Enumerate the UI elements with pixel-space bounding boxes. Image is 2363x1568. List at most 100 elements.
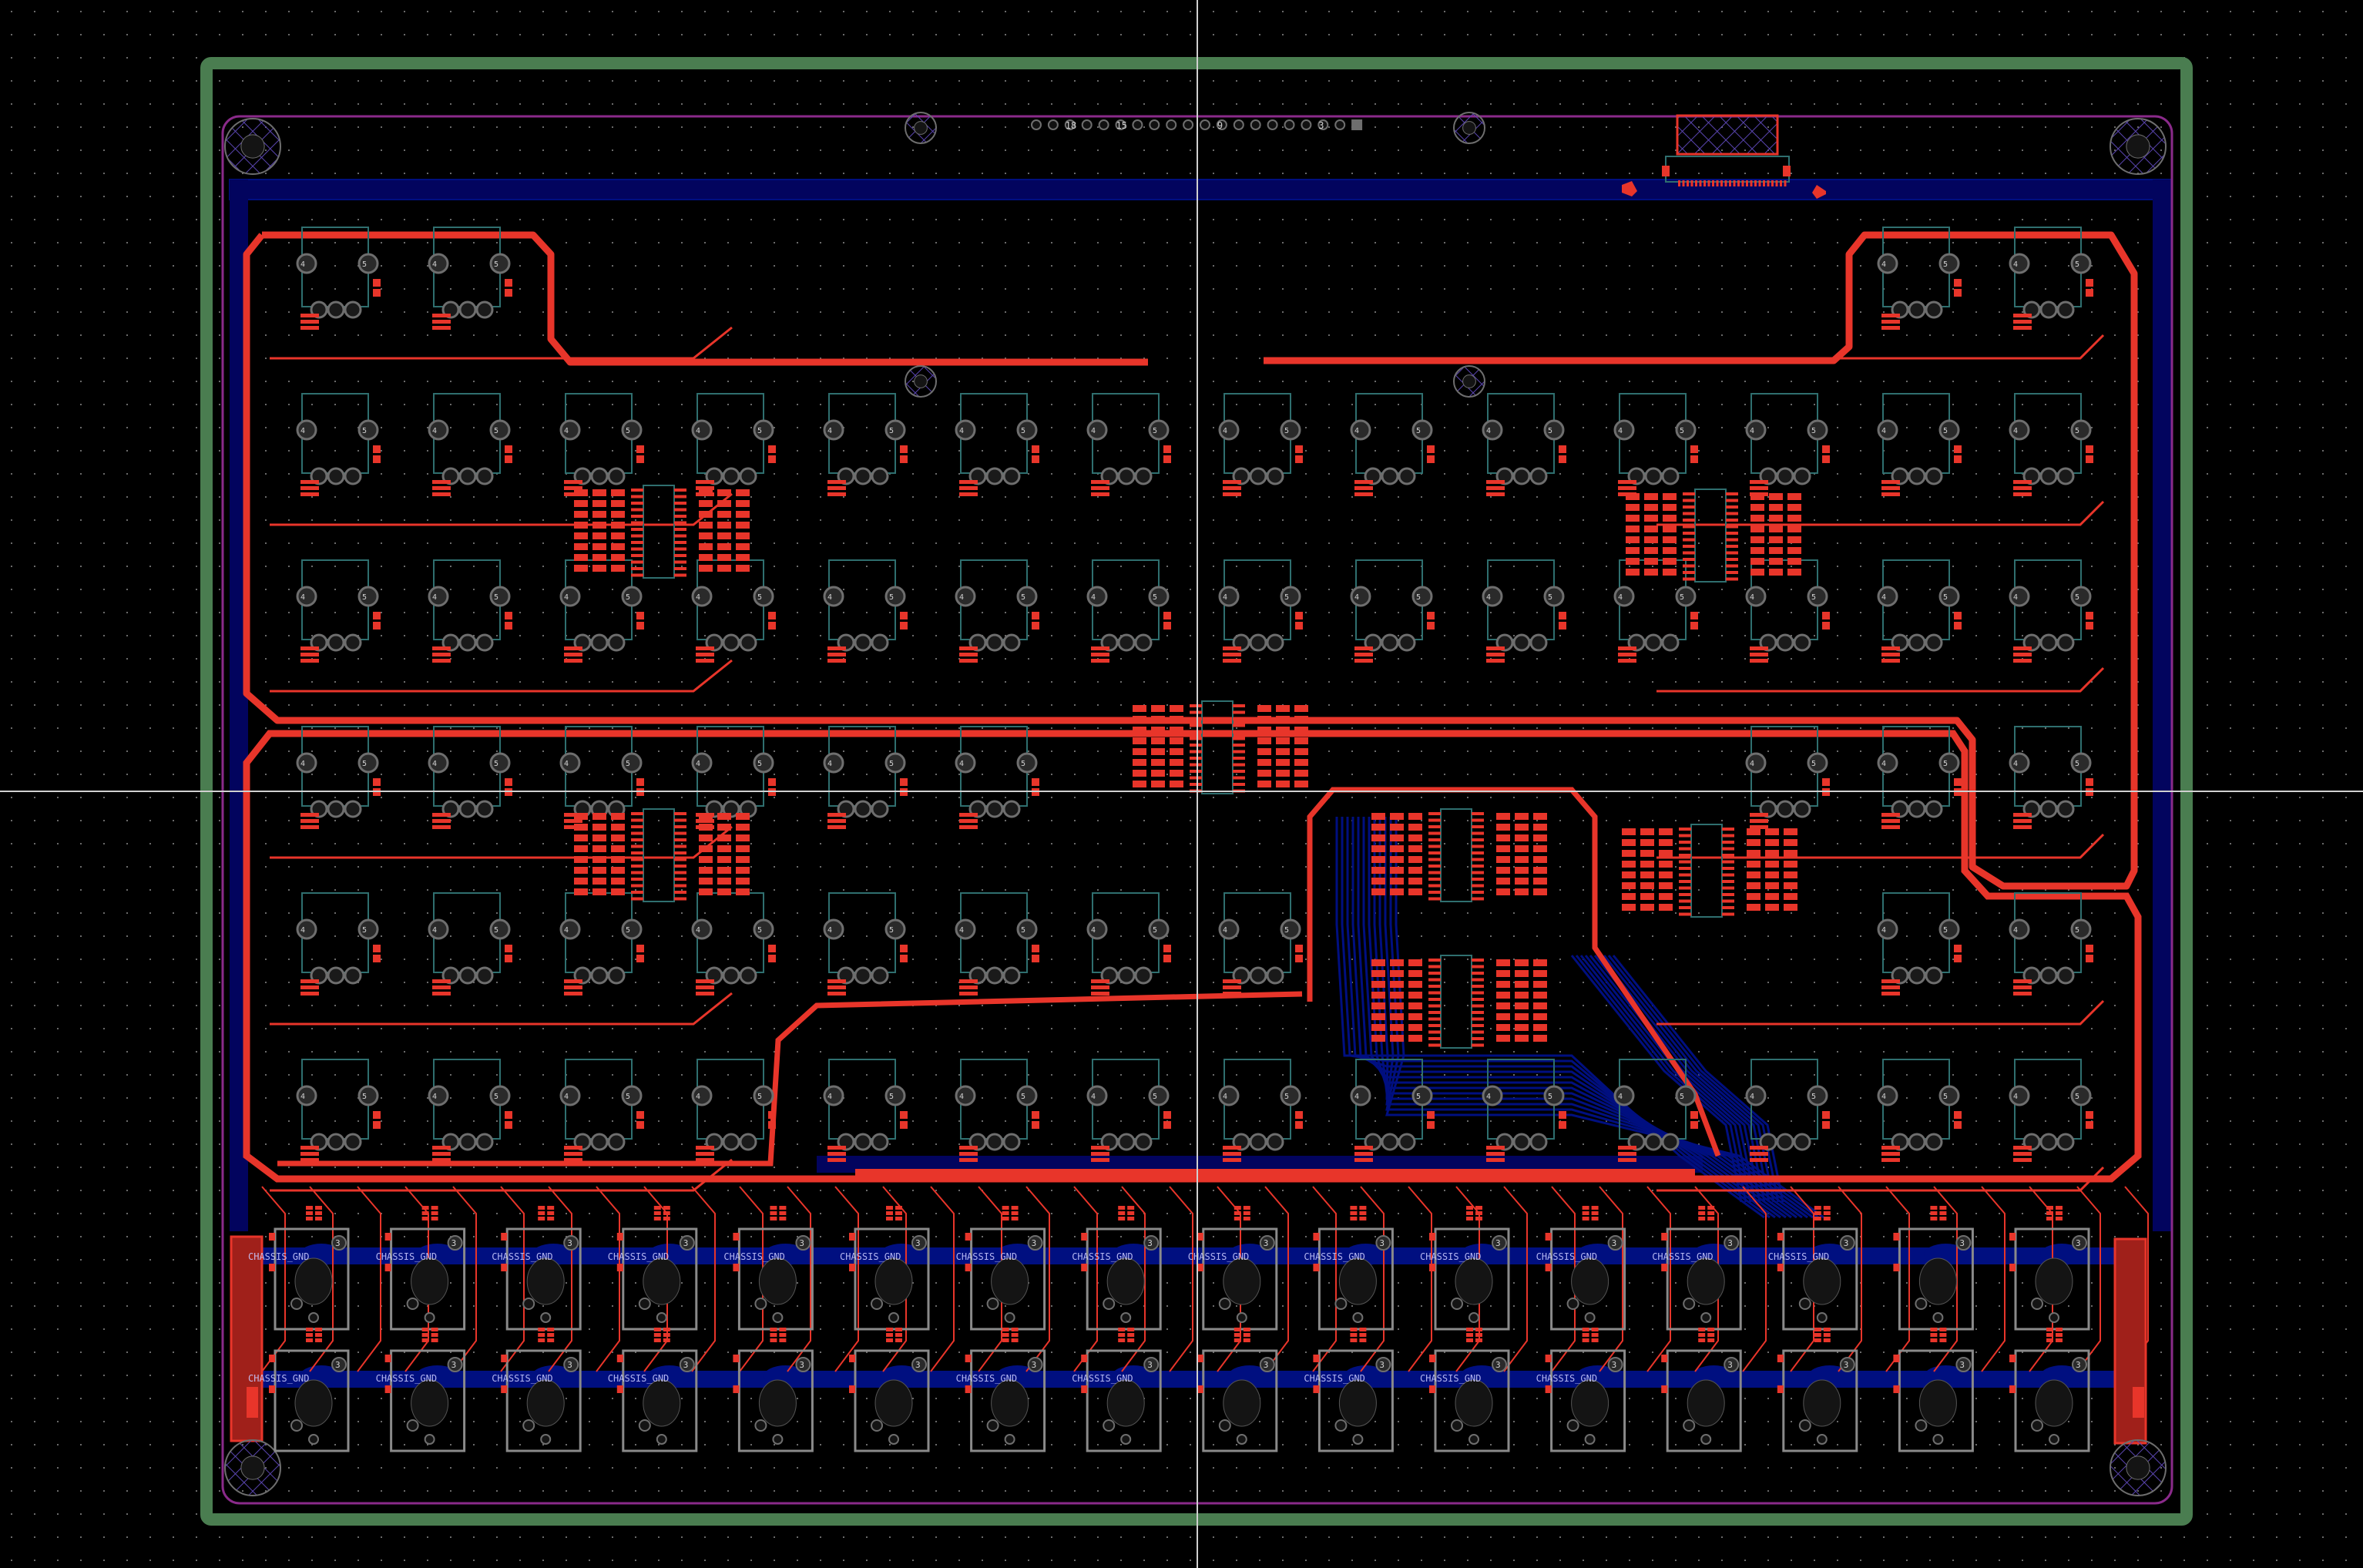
tactile-button[interactable]: 3 [269, 1206, 350, 1331]
tactile-button[interactable]: 3 [1429, 1328, 1510, 1452]
tactile-button[interactable]: 3 [1777, 1328, 1858, 1452]
tactile-button[interactable]: 3 [384, 1328, 466, 1452]
tactile-button[interactable]: 3 [1661, 1328, 1742, 1452]
ic-matrix-bottom-left[interactable] [574, 808, 750, 902]
ic-matrix-top-left[interactable] [574, 485, 750, 579]
button-pad [1468, 1312, 1479, 1323]
fpc-connector[interactable] [1622, 114, 1826, 199]
tactile-button[interactable]: 3 [384, 1206, 466, 1331]
front-pour-outline-top [243, 231, 2138, 890]
tactile-button[interactable]: 3 [1545, 1328, 1626, 1452]
ic-driver-1[interactable] [1371, 808, 1547, 902]
passive-pad [1640, 904, 1654, 911]
tactile-button[interactable]: 3 [1197, 1328, 1278, 1452]
tactile-button[interactable]: 3 [965, 1206, 1046, 1331]
mcu-center[interactable] [1133, 700, 1308, 794]
ic-pin [1428, 985, 1441, 988]
tactile-button[interactable]: 3 [1893, 1328, 1974, 1452]
tactile-button[interactable]: 3 [1197, 1206, 1278, 1331]
tactile-button[interactable]: 3 [616, 1206, 698, 1331]
tactile-button[interactable]: 3 [733, 1328, 814, 1452]
tactile-button[interactable]: 3 [849, 1328, 930, 1452]
ic-driver-2[interactable] [1371, 955, 1547, 1049]
tactile-button[interactable]: 3 [501, 1328, 582, 1452]
tactile-button[interactable]: 3 [1429, 1206, 1510, 1331]
tactile-button[interactable]: 3 [2009, 1328, 2090, 1452]
tactile-button[interactable]: 3 [1081, 1206, 1162, 1331]
tactile-button[interactable]: 3 [1661, 1206, 1742, 1331]
tactile-button[interactable]: 3 [965, 1328, 1046, 1452]
tactile-button[interactable]: 3 [1313, 1328, 1394, 1452]
tactile-button[interactable]: 3 [1081, 1328, 1162, 1452]
ic-matrix-top-right[interactable] [1626, 489, 1801, 583]
tactile-button[interactable]: 3 [2009, 1206, 2090, 1331]
ic-matrix-right[interactable] [1622, 824, 1797, 918]
switch-pin-pad [854, 467, 872, 485]
tactile-button[interactable]: 3 [616, 1328, 698, 1452]
switch-pin-pad [1644, 467, 1663, 485]
tactile-button[interactable]: 3 [269, 1328, 350, 1452]
switch-mount-pad [1016, 752, 1038, 774]
